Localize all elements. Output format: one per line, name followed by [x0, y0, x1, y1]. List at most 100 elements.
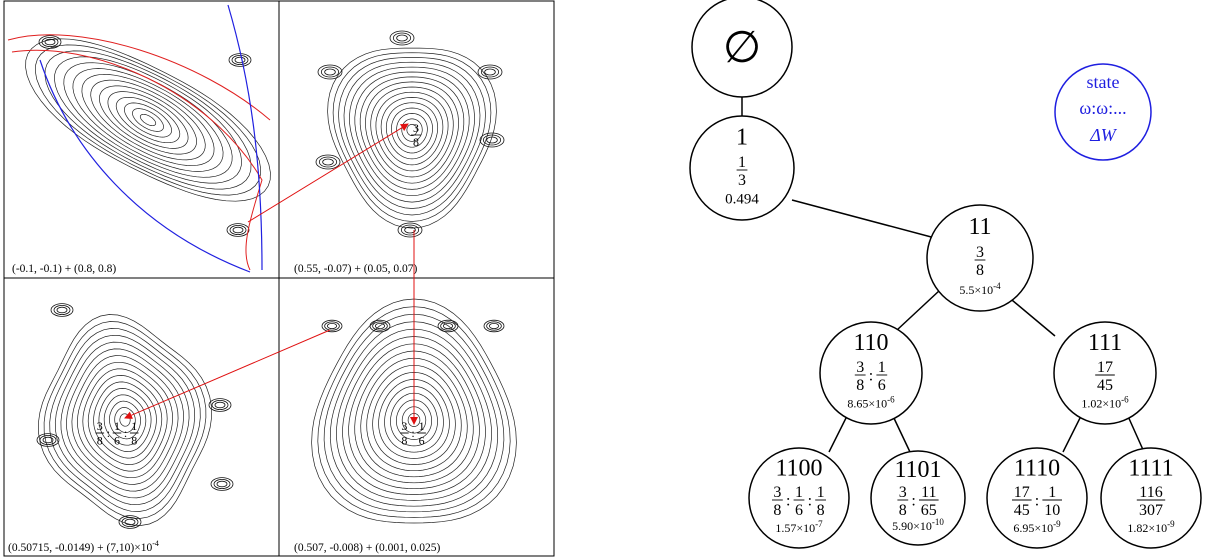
- tr-curve: [391, 107, 433, 154]
- tree-root-node: ∅: [691, 0, 793, 98]
- node-value: 1.02×10-6: [1081, 395, 1129, 411]
- tr-curve: [375, 91, 449, 172]
- tree-nodes: 1130.49411385.5×10-411038:168.65×10-6111…: [689, 115, 1202, 549]
- tr-frac-den: 8: [413, 135, 419, 149]
- node-state: 1101: [894, 457, 941, 483]
- panel-label-bl: (0.50715, -0.0149) + (7,10)×10-4: [8, 539, 159, 554]
- tr-island: [315, 154, 341, 170]
- br-annot-num-0: 3: [401, 419, 407, 433]
- tl-curve: [124, 102, 172, 138]
- node-value: 6.95×10-9: [1013, 519, 1061, 535]
- br-annotation: 38:16: [400, 419, 426, 447]
- tr-island: [389, 30, 415, 46]
- legend: state ω:ω:... ΔW: [1054, 63, 1152, 161]
- node-circle: [986, 447, 1088, 549]
- node-110-frac-num-0: 3: [856, 359, 864, 376]
- bl-curve: [54, 334, 196, 506]
- panel-top-left: (-0.1, -0.1) + (0.8, 0.8): [7, 4, 271, 275]
- br-curve: [384, 385, 444, 453]
- bl-island: [210, 477, 234, 491]
- node-circle: [1053, 321, 1157, 425]
- edge-11-110: [896, 289, 941, 331]
- tl-curve: [72, 68, 224, 172]
- br-island: [372, 321, 388, 331]
- tr-invariant-curves: [315, 30, 505, 238]
- bl-annotation: 38:16:18: [95, 419, 139, 447]
- panel-label-tl: (-0.1, -0.1) + (0.8, 0.8): [12, 263, 116, 275]
- bl-annot-den-1: 6: [114, 433, 120, 447]
- tr-island: [397, 222, 423, 238]
- bl-curve: [93, 381, 157, 459]
- br-curve: [390, 392, 438, 447]
- bl-invariant-curves: [36, 303, 234, 529]
- node-circle: [1100, 447, 1202, 549]
- node-11-frac-den-0: 8: [976, 262, 984, 279]
- tl-curve: [107, 91, 189, 149]
- node-state: 110: [853, 330, 888, 356]
- tr-island: [486, 136, 498, 144]
- tr-curve: [396, 113, 428, 148]
- node-1100-frac-num-2: 1: [817, 484, 825, 501]
- panel-bottom-left: 38:16:18 (0.50715, -0.0149) + (7,10)×10-…: [8, 303, 234, 554]
- panel-label-tr: (0.55, -0.07) + (0.05, 0.07): [294, 263, 418, 275]
- bl-island: [36, 433, 60, 447]
- edge-111-1110: [1062, 413, 1083, 453]
- phase-portrait-grid: (-0.1, -0.1) + (0.8, 0.8) 3 8 (0.55, -0.…: [3, 0, 555, 557]
- tr-island: [482, 134, 502, 146]
- br-annot-den-1: 6: [419, 433, 425, 447]
- tl-island: [44, 38, 56, 46]
- bl-annot-num-0: 3: [97, 419, 103, 433]
- legend-line-1: state: [1087, 72, 1120, 92]
- tl-curve: [44, 50, 252, 190]
- tr-island: [400, 224, 420, 236]
- node-circle: [870, 450, 966, 546]
- br-curve: [372, 372, 456, 465]
- br-island: [483, 319, 505, 333]
- tl-blue-separatrix: [227, 4, 263, 271]
- tr-island: [318, 156, 338, 168]
- node-1101-frac-num-0: 3: [899, 484, 907, 501]
- bl-island: [214, 401, 226, 409]
- tr-island: [480, 66, 500, 78]
- edge-110-1100: [828, 413, 849, 453]
- br-island: [326, 322, 338, 329]
- node-1110-frac-den-0: 45: [1014, 502, 1030, 519]
- panel-bottom-right: 38:16 (0.507, -0.008) + (0.001, 0.025): [294, 298, 517, 554]
- root-empty-set: ∅: [723, 23, 761, 72]
- node-circle: [748, 447, 850, 549]
- bl-island: [118, 515, 142, 529]
- node-1100-frac-den-2: 8: [817, 502, 825, 519]
- tr-curve: [370, 86, 454, 178]
- br-curve: [396, 399, 432, 440]
- node-1100-frac-den-0: 8: [773, 502, 781, 519]
- tr-curve: [327, 47, 497, 229]
- br-invariant-curves: [311, 298, 517, 524]
- legend-line-3: ΔW: [1089, 125, 1118, 145]
- panel-label-br: (0.507, -0.008) + (0.001, 0.025): [294, 542, 441, 554]
- br-curve: [354, 350, 474, 484]
- node-state: 11: [968, 214, 991, 240]
- bl-island: [53, 304, 71, 315]
- node-1101-frac-num-1: 11: [921, 484, 936, 501]
- tl-curve: [25, 38, 271, 202]
- br-island: [437, 319, 459, 333]
- br-curve: [311, 298, 517, 524]
- bl-curve: [98, 388, 152, 452]
- bl-curve: [103, 394, 147, 446]
- br-island: [488, 322, 500, 329]
- node-state: 1100: [775, 456, 822, 482]
- bl-curve: [43, 321, 207, 519]
- bl-curve: [60, 341, 190, 499]
- bl-curve: [114, 407, 136, 433]
- edge-111-1111: [1126, 413, 1145, 453]
- tl-red-separatrix: [7, 34, 271, 121]
- tr-island: [484, 68, 496, 76]
- br-curve: [378, 379, 450, 459]
- tr-curve: [349, 66, 475, 203]
- bl-island: [42, 436, 54, 444]
